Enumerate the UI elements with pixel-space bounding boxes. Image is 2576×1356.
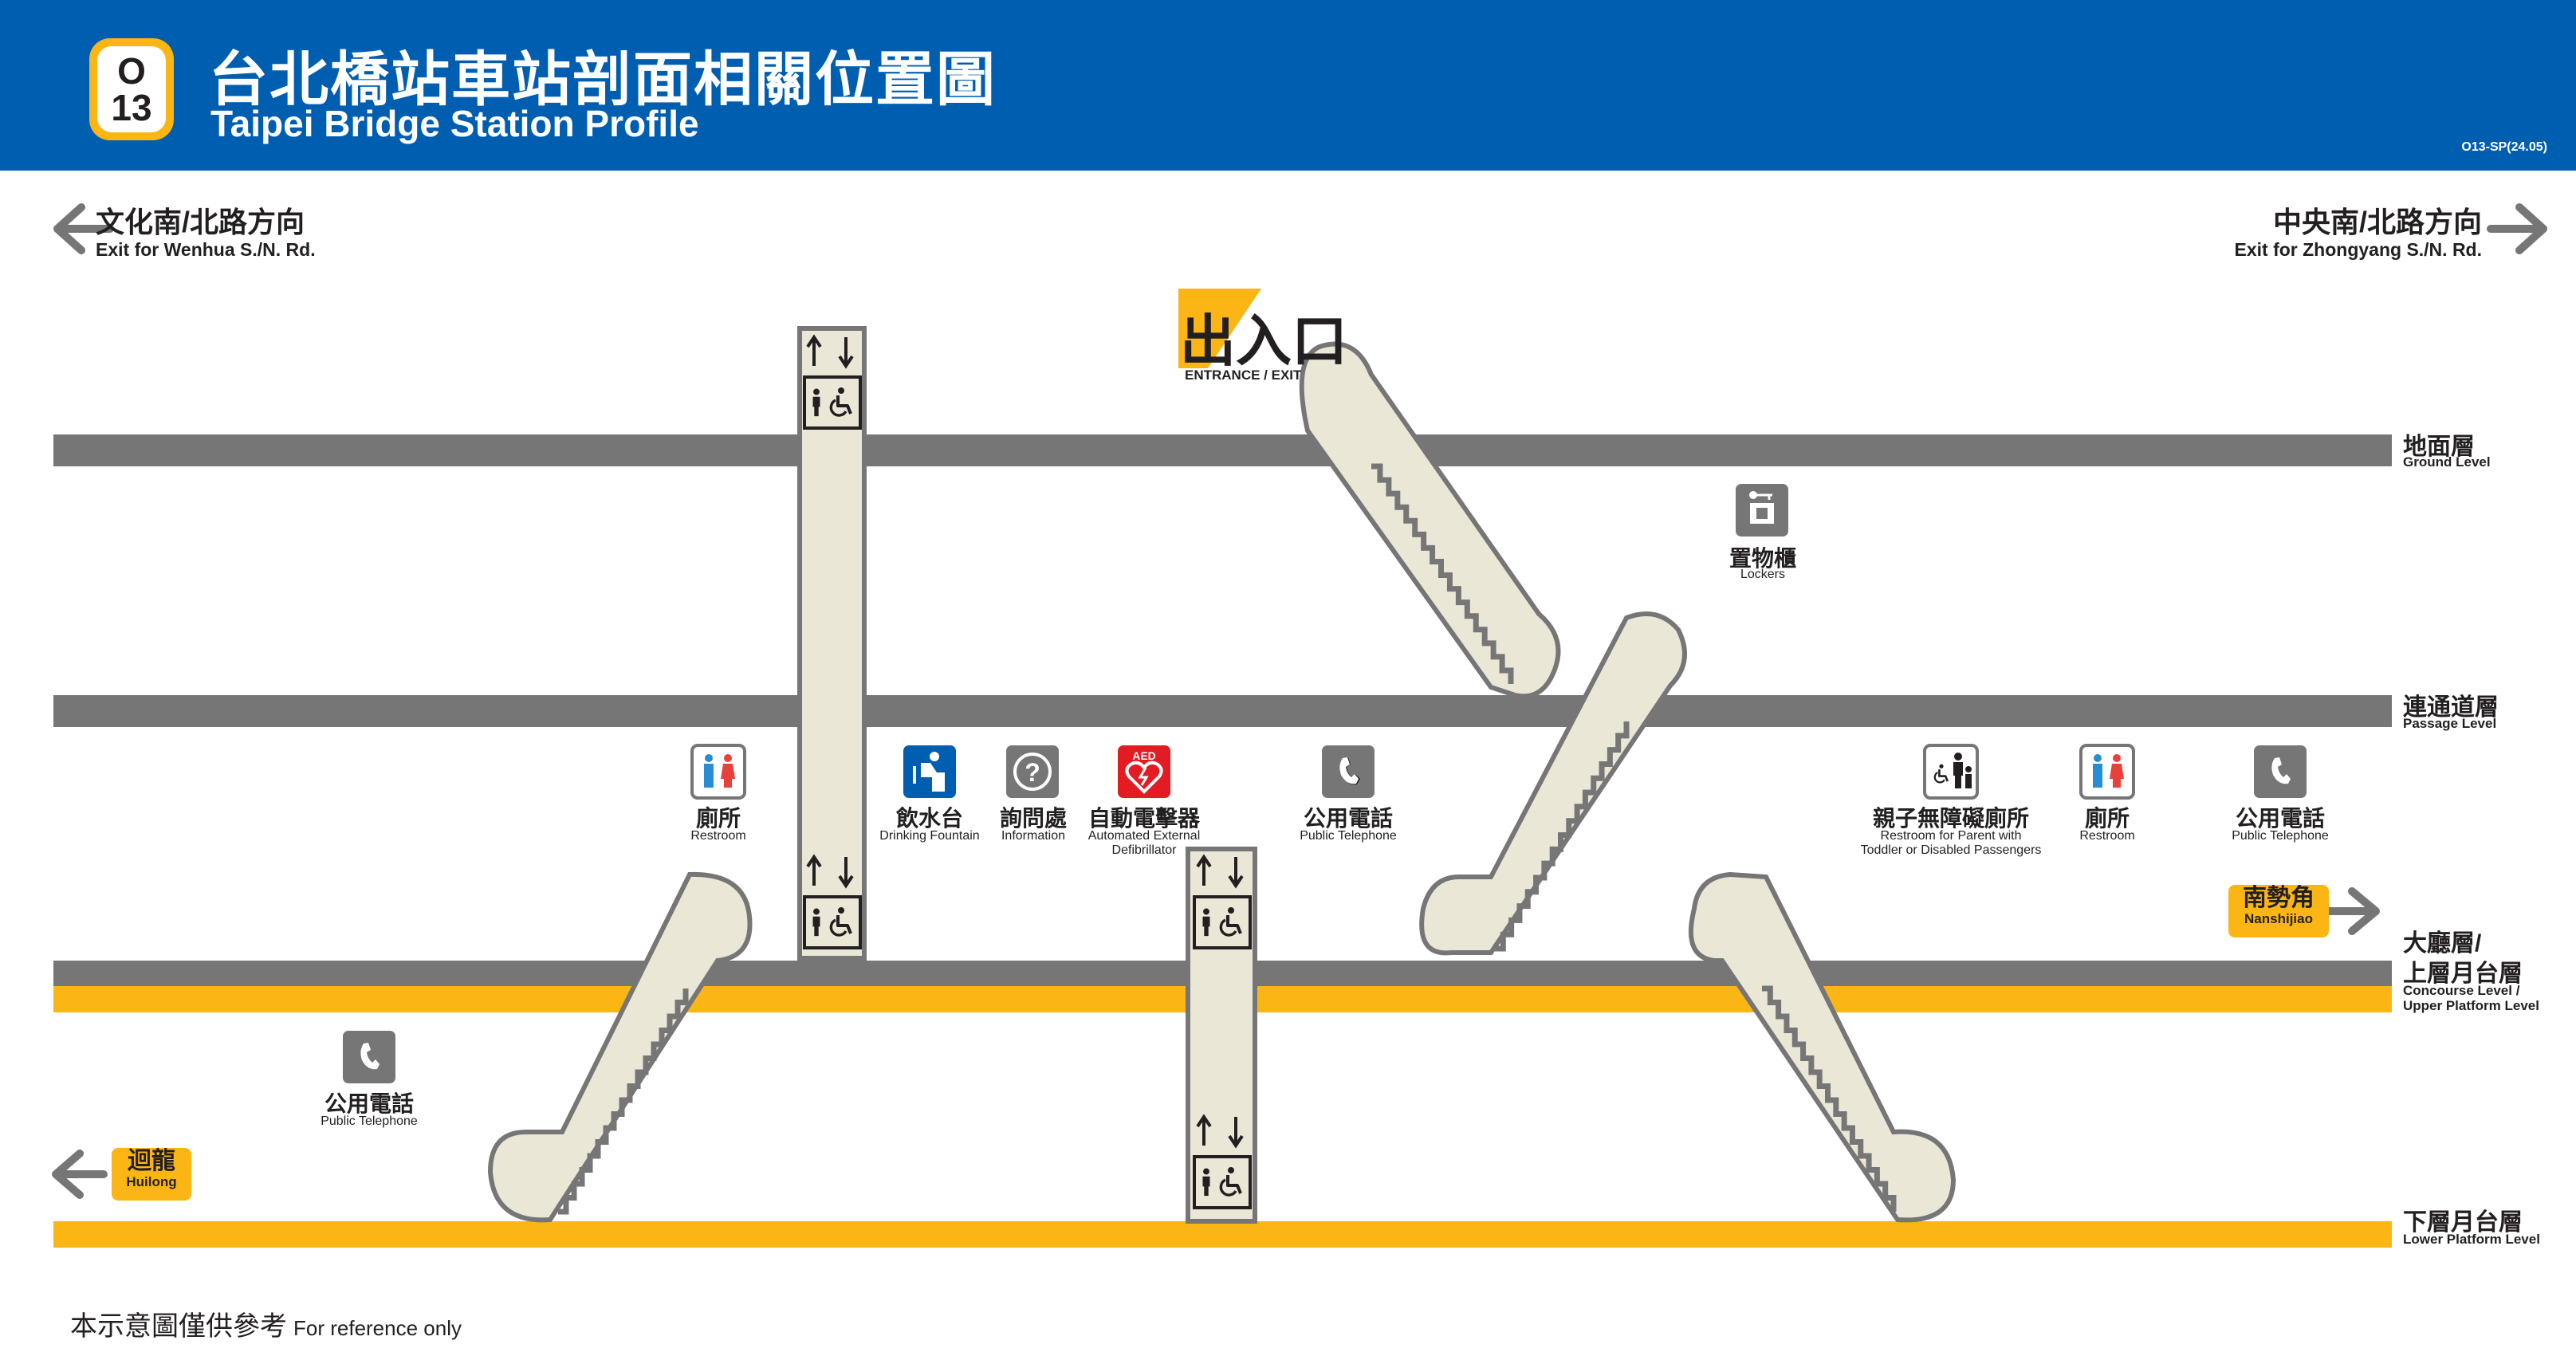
restroom-left-en: Restroom <box>690 829 746 843</box>
left-direction-en: Exit for Wenhua S./N. Rd. <box>96 239 316 260</box>
elevator-icon-concourse-left <box>803 854 862 949</box>
escalator-entrance-to-passage <box>1299 341 1561 699</box>
passage-level-zh: 連通道層 <box>2403 694 2499 721</box>
phone-mid-zh: 公用電話 <box>1303 806 1394 831</box>
aed-label-en1: Automated External <box>1087 829 1201 843</box>
aed-label-zh: 自動電擊器 <box>1087 806 1201 831</box>
ground-level-line <box>53 434 2392 466</box>
lower-platform-zh: 下層月台層 <box>2403 1209 2523 1236</box>
destination-nanshijiao: 南勢角 Nanshijiao <box>2228 885 2329 937</box>
huilong-en: Huilong <box>126 1174 177 1189</box>
telephone-icon <box>1322 745 1375 798</box>
passage-level-line <box>53 695 2392 727</box>
reference-note-en: For reference only <box>293 1316 462 1340</box>
restroom-icon <box>690 744 746 800</box>
escalator-right-concourse-to-lower <box>1688 871 1957 1223</box>
aed-icon-text: AED <box>1132 749 1156 762</box>
nanshijiao-en: Nanshijiao <box>2244 911 2313 926</box>
elevator-icon-concourse-center <box>1193 854 1252 949</box>
ground-level-zh: 地面層 <box>2403 434 2475 460</box>
phone-right-zh: 公用電話 <box>2235 806 2326 831</box>
lockers-label-zh: 置物櫃 <box>1728 546 1797 571</box>
passage-level-en: Passage Level <box>2403 716 2497 731</box>
reference-note-zh: 本示意圖僅供參考 <box>70 1311 287 1342</box>
fountain-label-zh: 飲水台 <box>895 806 964 831</box>
concourse-level-zh2: 上層月台層 <box>2403 961 2523 987</box>
entrance-zh: 出入口 <box>1180 310 1347 372</box>
page-subtitle: Taipei Bridge Station Profile <box>210 103 699 144</box>
phone-lower-en: Public Telephone <box>321 1114 418 1128</box>
family-restroom-zh: 親子無障礙廁所 <box>1872 806 2030 831</box>
family-restroom-icon <box>1923 744 1979 800</box>
information-icon: ? <box>1006 745 1059 798</box>
restroom-icon <box>2079 744 2135 800</box>
drinking-fountain-icon <box>903 745 956 798</box>
huilong-zh: 迴龍 <box>128 1148 175 1174</box>
arrow-right-icon <box>2324 887 2380 935</box>
concourse-level-zh1: 大廳層/ <box>2403 930 2482 957</box>
elevator-shaft-center <box>1186 847 1257 1224</box>
elevator-icon-lower <box>1193 1114 1252 1209</box>
escalator-step-profile <box>1495 721 1630 952</box>
line-code: O <box>117 50 146 92</box>
page-title: 台北橋站車站剖面相關位置圖 <box>209 46 997 112</box>
restroom-right-en: Restroom <box>2079 829 2135 843</box>
aed-heart-icon: AED <box>1118 745 1170 798</box>
info-label-en: Information <box>1001 829 1066 843</box>
family-restroom-en1: Restroom for Parent with <box>1880 829 2022 843</box>
phone-lower-zh: 公用電話 <box>324 1091 415 1116</box>
concourse-level-en1: Concourse Level / <box>2403 983 2520 998</box>
info-label-zh: 詢問處 <box>999 806 1068 831</box>
right-direction-en: Exit for Zhongyang S./N. Rd. <box>2234 239 2483 260</box>
station-badge: O 13 <box>89 38 174 140</box>
arrow-left-icon <box>52 1150 108 1199</box>
escalator-concourse-to-passage <box>1419 611 1687 956</box>
fountain-label-en: Drinking Fountain <box>879 829 980 843</box>
header-bar: O 13 台北橋站車站剖面相關位置圖 Taipei Bridge Station… <box>0 0 2576 171</box>
entrance-sign: 出入口 ENTRANCE / EXIT <box>1178 289 1347 383</box>
telephone-icon <box>343 1031 395 1083</box>
lower-platform-en: Lower Platform Level <box>2403 1232 2540 1247</box>
escalator-step-profile <box>1762 985 1897 1212</box>
phone-right-en: Public Telephone <box>2232 829 2329 843</box>
right-direction-zh: 中央南/北路方向 <box>2272 206 2482 238</box>
arrow-left-icon <box>53 203 114 254</box>
station-number: 13 <box>111 87 152 128</box>
elevator-icon-ground <box>803 334 862 430</box>
entrance-en: ENTRANCE / EXIT <box>1185 367 1302 383</box>
arrow-right-icon <box>2487 203 2547 254</box>
document-code: O13-SP(24.05) <box>2461 140 2547 154</box>
family-restroom-en2: Toddler or Disabled Passengers <box>1860 843 2042 857</box>
elevator-shaft-left <box>797 326 867 961</box>
escalator-step-profile <box>1371 463 1514 684</box>
escalator-step-profile <box>558 989 689 1215</box>
ground-level-en: Ground Level <box>2403 454 2491 470</box>
escalator-left-concourse-to-lower <box>487 871 753 1223</box>
nanshijiao-zh: 南勢角 <box>2243 885 2314 911</box>
destination-huilong: 迴龍 Huilong <box>112 1148 191 1201</box>
lockers-label-en: Lockers <box>1740 568 1786 581</box>
concourse-level-en2: Upper Platform Level <box>2403 998 2539 1013</box>
left-direction-zh: 文化南/北路方向 <box>96 206 305 238</box>
restroom-right-zh: 廁所 <box>2084 806 2130 831</box>
restroom-left-zh: 廁所 <box>695 806 741 831</box>
svg-text:?: ? <box>1025 758 1040 787</box>
lower-platform-line <box>53 1221 2392 1248</box>
escalator-steps <box>558 463 1897 1215</box>
telephone-icon <box>2254 745 2307 798</box>
aed-label-en2: Defibrillator <box>1111 843 1177 857</box>
phone-mid-en: Public Telephone <box>1300 829 1397 843</box>
locker-icon <box>1736 484 1788 537</box>
